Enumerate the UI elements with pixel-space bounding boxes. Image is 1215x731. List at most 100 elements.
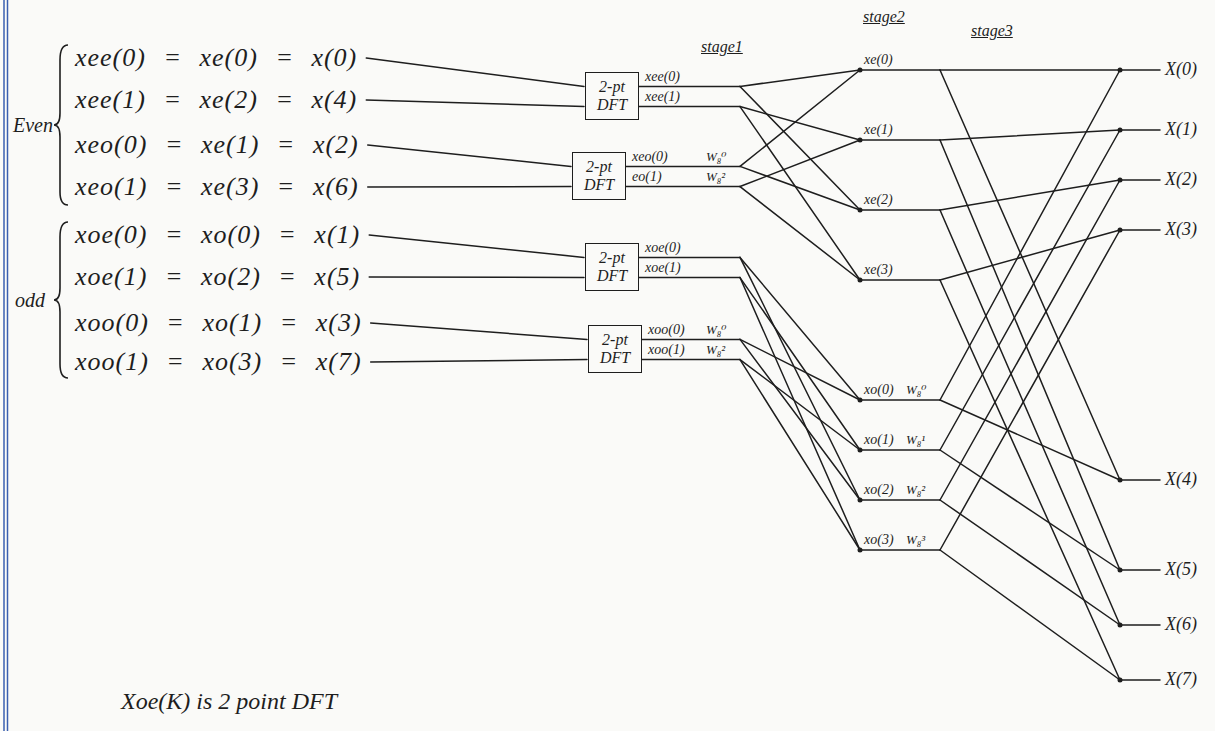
stage2-value: xe(2) [863, 192, 894, 207]
input-sample: xoe(0) = xo(0) = x(1) [74, 221, 361, 250]
node-dot [1118, 478, 1123, 483]
output-sample: X(4) [1164, 470, 1198, 490]
stage2-value: xo(0) [863, 382, 895, 397]
butterfly-line [940, 140, 1120, 570]
node-dot [858, 448, 863, 453]
butterfly-line [940, 500, 1120, 625]
input-line [366, 100, 584, 107]
stage-label: stage1 [700, 38, 744, 56]
stage-label: stage3 [970, 22, 1014, 40]
butterfly-line [940, 280, 1120, 680]
box-label: 2-pt DFT [577, 158, 621, 195]
butterfly-line [940, 550, 1120, 680]
node-dot [858, 548, 863, 553]
stage1-output: xee(1) [644, 89, 681, 104]
stage2-line [860, 499, 940, 501]
twiddle-factor: W₈¹ [905, 433, 926, 447]
twiddle-factor: W₈⁰ [705, 323, 728, 337]
input-line [368, 186, 571, 188]
output-sample: X(2) [1164, 170, 1198, 190]
input-sample: xoe(1) = xo(2) = x(5) [74, 263, 361, 292]
output-line [1120, 179, 1160, 181]
butterfly-line [940, 69, 1120, 71]
input-line [371, 323, 587, 339]
twiddle-factor: W₈³ [905, 533, 926, 547]
node-dot [858, 138, 863, 143]
input-line [369, 276, 584, 278]
node-dot [858, 398, 863, 403]
butterfly-line [740, 107, 860, 280]
node-dot [858, 498, 863, 503]
stage2-line [860, 139, 940, 141]
node-dot [1118, 68, 1123, 73]
dft-box: 2-pt DFT [585, 243, 639, 291]
stage1-output: xoo(1) [647, 342, 686, 357]
butterfly-line [740, 360, 860, 450]
stage1-output-line [642, 339, 740, 341]
stage2-line [860, 209, 940, 211]
butterfly-line [940, 130, 1120, 140]
butterfly-line [940, 210, 1120, 625]
stage2-line [860, 399, 940, 401]
node-dot [1118, 623, 1123, 628]
dft-box: 2-pt DFT [588, 325, 642, 373]
butterfly-line [740, 86, 860, 210]
twiddle-factor: W₈⁰ [905, 383, 928, 397]
brace [54, 45, 68, 205]
output-sample: X(3) [1164, 220, 1198, 240]
butterfly-line [940, 130, 1120, 450]
input-sample: xeo(0) = xe(1) = x(2) [74, 131, 360, 160]
margin-line [7, 0, 9, 731]
stage2-value: xe(0) [863, 52, 894, 67]
group-label: Even [12, 114, 54, 136]
input-line [368, 145, 571, 166]
butterfly-line [740, 107, 860, 140]
stage2-value: xe(1) [863, 122, 894, 137]
stage1-output: xeo(0) [631, 149, 669, 164]
input-line [371, 360, 587, 362]
stage1-output-line [626, 166, 740, 168]
output-sample: X(6) [1164, 615, 1198, 635]
input-sample: xee(0) = xe(0) = x(0) [74, 44, 358, 73]
node-dot [1118, 568, 1123, 573]
stage2-line [860, 69, 940, 71]
input-line [369, 235, 584, 257]
stage2-value: xo(1) [863, 432, 895, 447]
butterfly-line [940, 70, 1120, 400]
output-line [1120, 229, 1160, 231]
stage1-output: xoe(1) [644, 260, 682, 275]
output-line [1120, 569, 1160, 571]
stage1-output: eo(1) [631, 169, 663, 184]
stage1-output-line [639, 257, 740, 259]
butterfly-line [740, 70, 860, 166]
stage1-output: xoo(0) [647, 322, 686, 337]
butterfly-line [740, 278, 860, 550]
butterfly-line [740, 187, 860, 280]
output-sample: X(5) [1164, 560, 1198, 580]
stage-label: stage2 [862, 8, 906, 26]
brace [54, 222, 68, 378]
output-sample: X(7) [1164, 670, 1198, 690]
node-dot [858, 208, 863, 213]
input-sample: xee(1) = xe(2) = x(4) [74, 86, 358, 115]
butterfly-line [740, 166, 860, 210]
butterfly-line [740, 140, 860, 187]
butterfly-line [740, 360, 860, 550]
dft-box: 2-pt DFT [585, 72, 639, 120]
node-dot [1118, 678, 1123, 683]
node-dot [858, 278, 863, 283]
node-dot [1118, 178, 1123, 183]
output-line [1120, 679, 1160, 681]
box-label: 2-pt DFT [590, 78, 634, 115]
output-line [1120, 479, 1160, 481]
butterfly-line [740, 257, 860, 500]
stage1-output-line [626, 186, 740, 188]
stage2-value: xo(2) [863, 482, 895, 497]
output-line [1120, 69, 1160, 71]
butterfly-line [940, 180, 1120, 210]
stage1-output-line [642, 359, 740, 361]
twiddle-factor: W₈² [705, 343, 726, 357]
output-line [1120, 129, 1160, 131]
stage2-line [860, 279, 940, 281]
